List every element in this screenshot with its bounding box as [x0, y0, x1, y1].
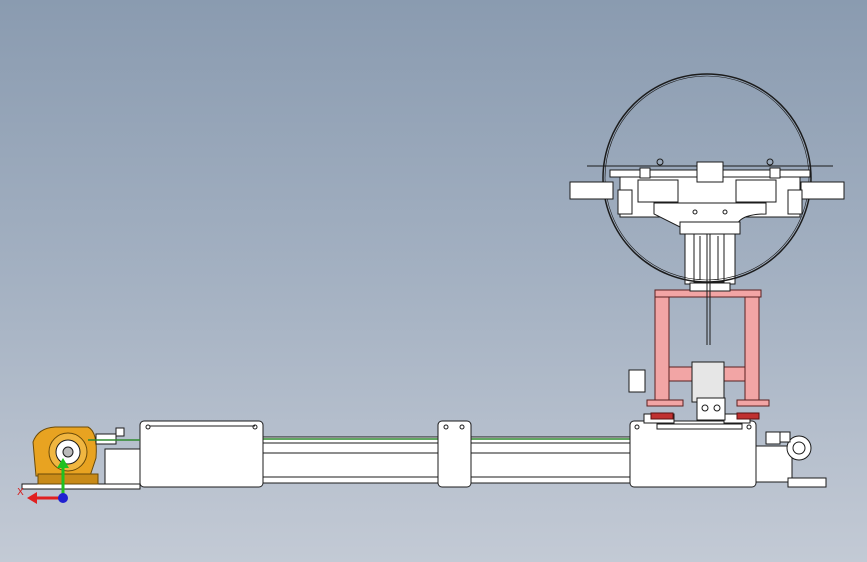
axis-triad: X	[17, 458, 69, 504]
gripper-head	[569, 158, 845, 235]
left-rail-end	[104, 448, 146, 485]
right-base-plate	[787, 477, 827, 488]
y-arrowhead	[57, 458, 69, 468]
right-rail-end	[754, 445, 793, 483]
x-arrowhead	[27, 492, 37, 504]
swivel-ring	[602, 73, 812, 283]
carriage-right	[629, 413, 757, 488]
z-axis-dot	[58, 493, 68, 503]
vertical-column	[684, 214, 736, 345]
drive-motor	[32, 426, 140, 485]
carriage-left	[139, 420, 264, 488]
carriage-middle	[437, 420, 472, 488]
support-frame	[628, 289, 770, 421]
left-base-plate	[21, 483, 141, 490]
x-axis-label: X	[17, 487, 24, 498]
idler-assembly	[765, 431, 812, 461]
